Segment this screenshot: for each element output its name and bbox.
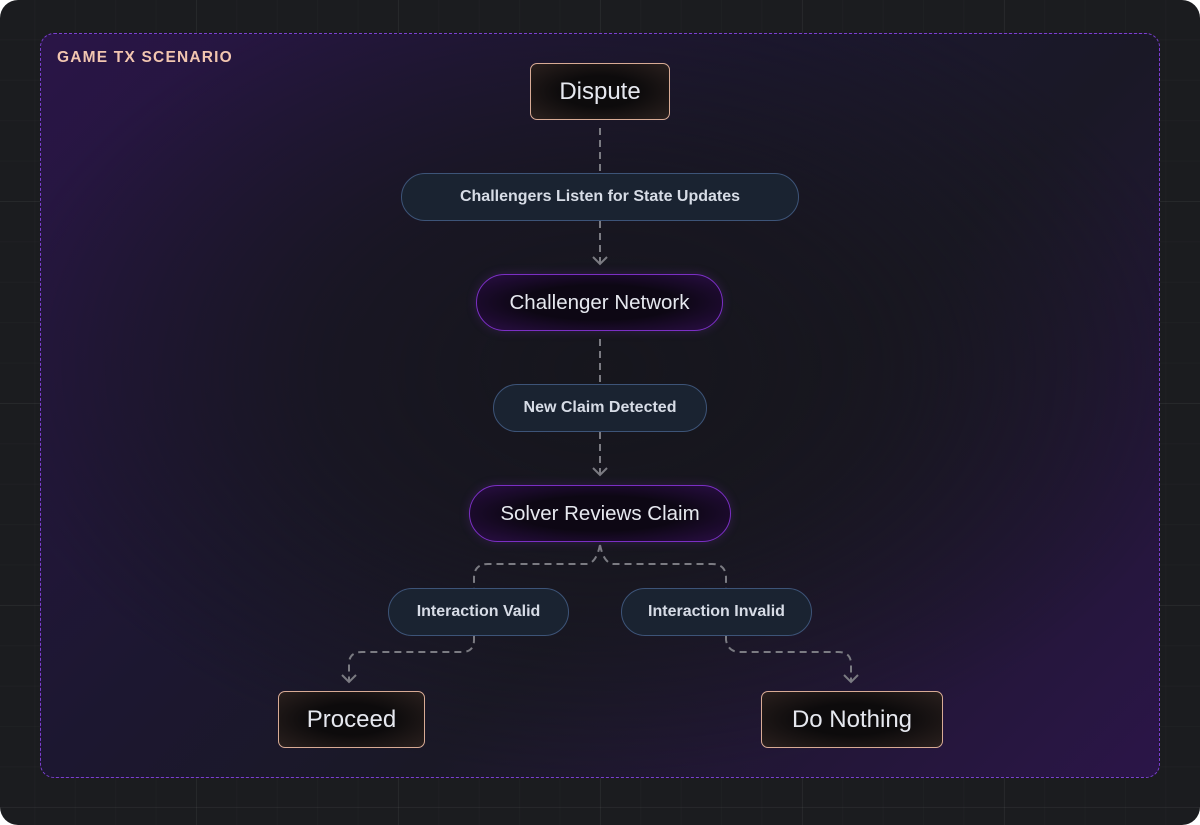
scenario-label: GAME TX SCENARIO: [57, 49, 233, 66]
node-solver-reviews-claim[interactable]: Solver Reviews Claim: [469, 485, 731, 542]
node-label: Do Nothing: [791, 705, 913, 733]
node-label: Interaction Invalid: [648, 603, 785, 620]
node-label: Solver Reviews Claim: [500, 501, 700, 525]
node-label: Proceed: [306, 705, 397, 733]
node-interaction-valid[interactable]: Interaction Valid: [388, 588, 569, 636]
node-proceed[interactable]: Proceed: [278, 691, 425, 748]
node-dispute[interactable]: Dispute: [530, 63, 670, 120]
node-challengers-listen[interactable]: Challengers Listen for State Updates: [401, 173, 799, 221]
node-label: Challenger Network: [509, 290, 690, 314]
node-label: Challengers Listen for State Updates: [459, 188, 741, 205]
node-new-claim-detected[interactable]: New Claim Detected: [493, 384, 707, 432]
node-label: New Claim Detected: [523, 399, 677, 416]
node-label: Dispute: [559, 77, 641, 105]
node-challenger-network[interactable]: Challenger Network: [476, 274, 723, 331]
node-do-nothing[interactable]: Do Nothing: [761, 691, 943, 748]
node-label: Interaction Valid: [416, 603, 541, 620]
node-interaction-invalid[interactable]: Interaction Invalid: [621, 588, 812, 636]
